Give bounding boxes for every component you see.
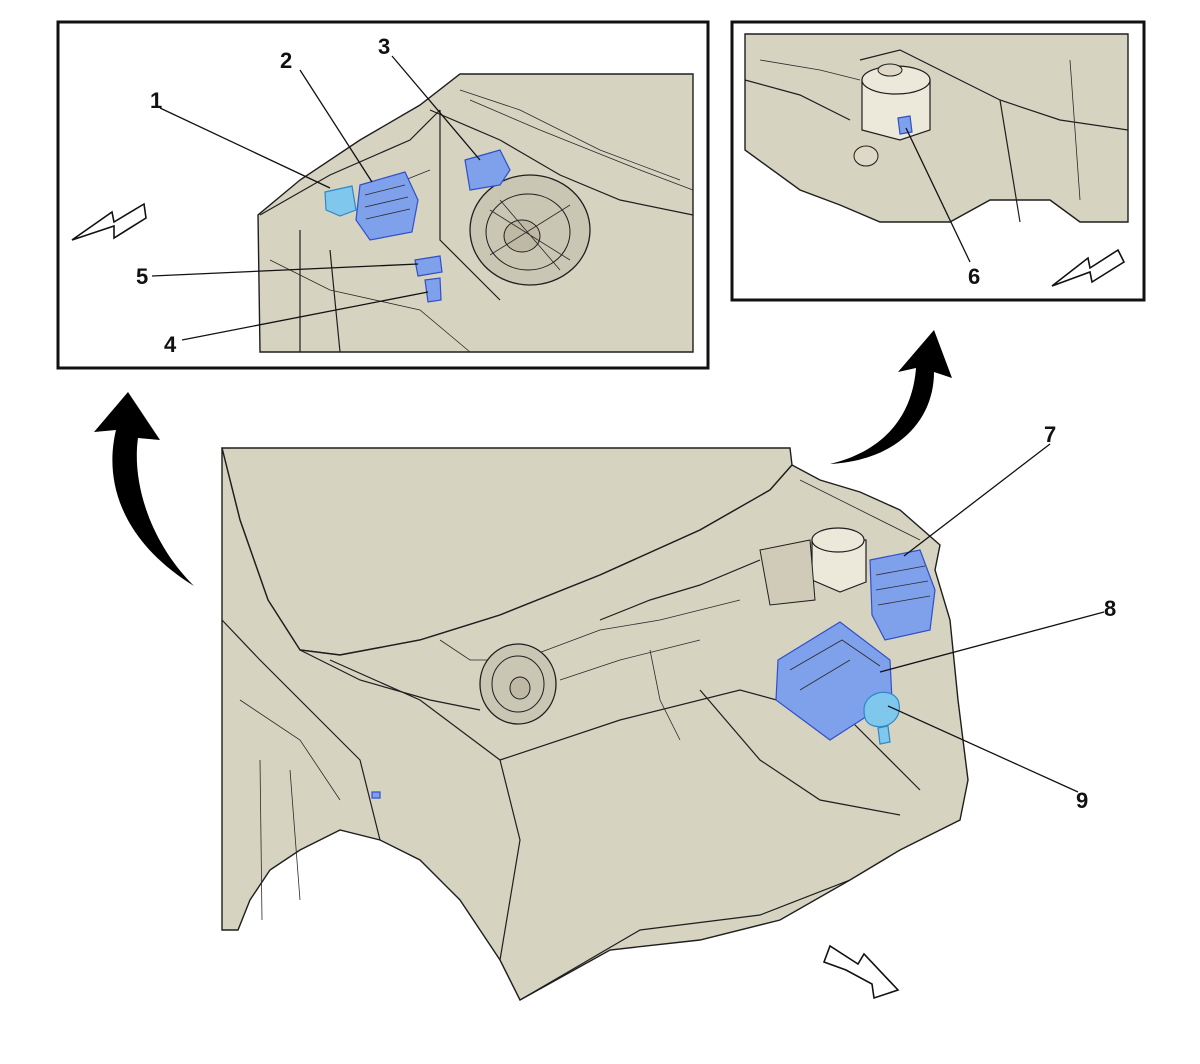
- callout-2: 2: [280, 48, 292, 73]
- sensor-5: [414, 255, 443, 277]
- curved-arrow-to-right-detail: [830, 330, 952, 464]
- callout-9: 9: [1076, 788, 1088, 813]
- detail-view-left: [56, 20, 710, 370]
- module-3: [464, 149, 511, 191]
- sensor-6: [897, 115, 913, 135]
- front-direction-arrow-left: [71, 202, 147, 241]
- blower-motor: [469, 174, 591, 286]
- module-2: [355, 171, 419, 241]
- horn-9: [863, 691, 900, 728]
- callout-5: 5: [136, 264, 148, 289]
- blower-motor-main: [479, 643, 557, 725]
- brake-fluid-reservoir: [853, 63, 931, 167]
- callout-8: 8: [1104, 596, 1116, 621]
- front-direction-arrow-right: [1051, 248, 1126, 287]
- callout-1: 1: [150, 88, 162, 113]
- callout-3: 3: [378, 34, 390, 59]
- callout-6: 6: [968, 264, 980, 289]
- horn-9-bracket: [877, 725, 891, 745]
- callout-7: 7: [1044, 422, 1056, 447]
- main-view: [221, 443, 1105, 1001]
- connector-4: [424, 277, 442, 303]
- bracket-1: [324, 185, 357, 217]
- brake-fluid-reservoir-main: [759, 527, 867, 606]
- curved-arrow-to-left-detail: [94, 392, 194, 586]
- detail-right-panel-surface: [744, 33, 1129, 223]
- callout-4: 4: [164, 332, 177, 357]
- module-7: [869, 549, 936, 641]
- detail-view-right: [730, 20, 1146, 302]
- fastener-highlight: [371, 791, 381, 799]
- front-direction-arrow-main: [822, 944, 900, 1000]
